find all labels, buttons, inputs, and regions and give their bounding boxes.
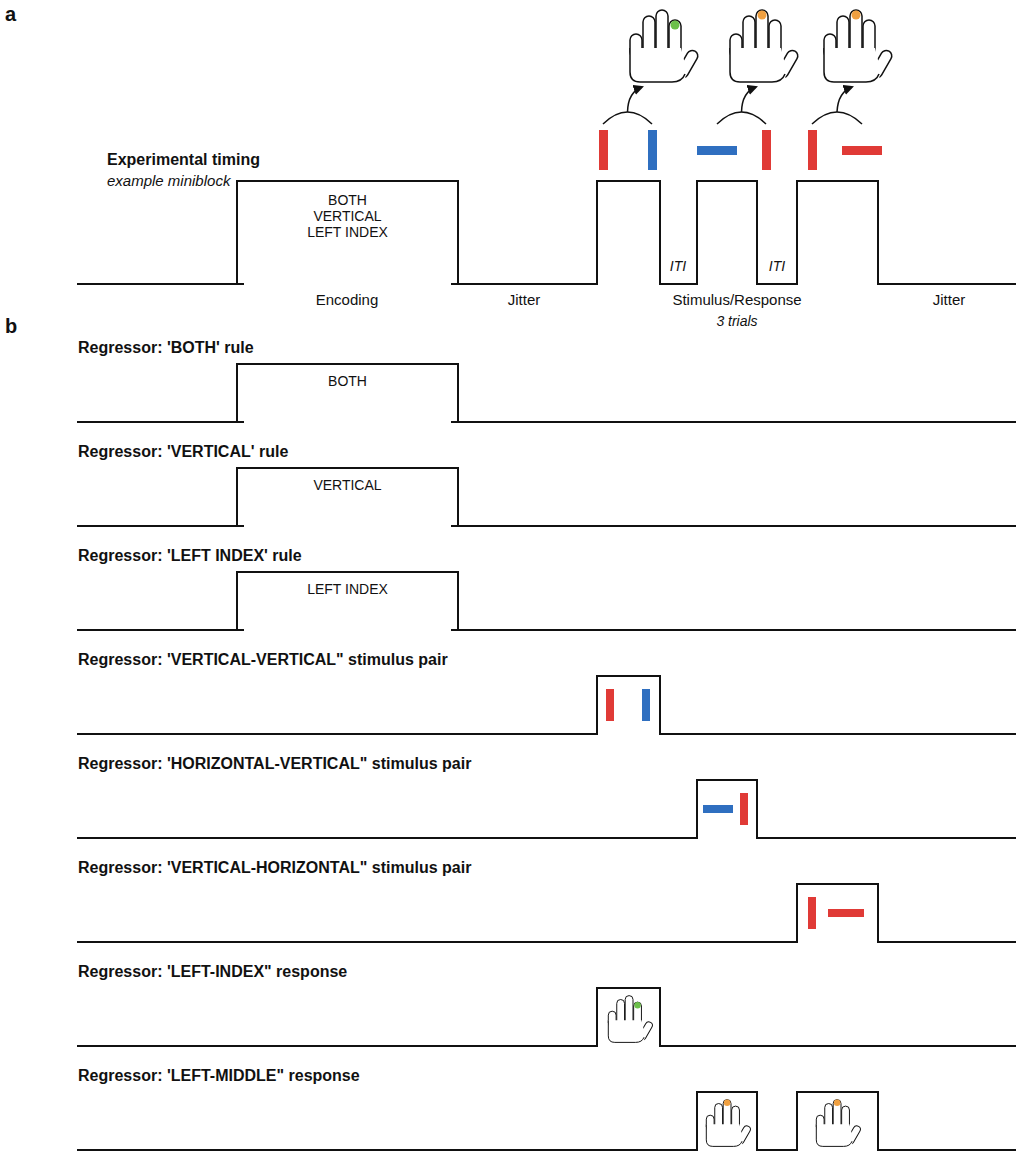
regressor-trace xyxy=(78,629,1015,631)
regressor-pulse: BOTH xyxy=(236,363,459,422)
regressor-title: Regressor: 'LEFT-MIDDLE" response xyxy=(78,1066,360,1085)
response-arrow xyxy=(837,87,852,112)
hand-icon xyxy=(816,1100,861,1147)
regressor-title: Regressor: 'LEFT-INDEX" response xyxy=(78,962,347,981)
red-vertical-bar xyxy=(808,897,816,929)
regressor-pulse: VERTICAL xyxy=(236,467,459,526)
phase-label: Encoding xyxy=(316,291,379,309)
regressor-title: Regressor: 'HORIZONTAL-VERTICAL" stimulu… xyxy=(78,754,471,773)
regressor-trace xyxy=(78,780,1015,838)
hand-icon xyxy=(608,996,653,1043)
iti-label: ITI xyxy=(670,258,686,275)
regressor-trace xyxy=(78,676,1015,734)
pair-bracket xyxy=(603,112,652,124)
rule-text: LEFT INDEX xyxy=(238,581,457,597)
red-horizontal-bar xyxy=(842,146,882,155)
rule-text: BOTH xyxy=(238,192,457,208)
timing-trace xyxy=(78,181,1015,284)
trial-count: 3 trials xyxy=(716,313,757,330)
fingertip-marker xyxy=(671,21,680,30)
encoding-pulse: BOTHVERTICALLEFT INDEX xyxy=(236,180,459,284)
regressor-title: Regressor: 'BOTH' rule xyxy=(78,338,254,357)
hand-icon xyxy=(824,10,894,82)
rule-text: VERTICAL xyxy=(238,208,457,224)
regressor-trace xyxy=(78,525,1015,527)
regressor-title: Regressor: 'VERTICAL' rule xyxy=(78,442,288,461)
fingertip-marker xyxy=(834,1100,841,1107)
hand-icon xyxy=(630,10,700,82)
red-vertical-bar xyxy=(606,689,614,721)
blue-horizontal-bar xyxy=(703,805,733,813)
fingertip-marker xyxy=(724,1100,731,1107)
regressor-trace xyxy=(78,988,1015,1046)
phase-label: Jitter xyxy=(508,291,541,309)
fingertip-marker xyxy=(634,1002,641,1009)
blue-vertical-bar xyxy=(642,689,650,721)
regressor-title: Regressor: 'VERTICAL-VERTICAL" stimulus … xyxy=(78,650,448,669)
hand-icon xyxy=(730,10,800,82)
red-horizontal-bar xyxy=(828,909,864,917)
pair-bracket xyxy=(717,112,766,124)
phase-label: Stimulus/Response xyxy=(672,291,801,309)
pair-bracket xyxy=(812,112,862,124)
regressor-trace xyxy=(78,421,1015,423)
response-arrow xyxy=(742,87,757,112)
panel-letter: a xyxy=(5,2,16,26)
hand-icon xyxy=(706,1100,751,1147)
blue-horizontal-bar xyxy=(697,146,737,155)
red-vertical-bar xyxy=(740,793,748,825)
fingertip-marker xyxy=(852,11,861,20)
red-vertical-bar xyxy=(762,130,771,170)
red-vertical-bar xyxy=(599,130,608,170)
rule-text: VERTICAL xyxy=(238,477,457,493)
regressor-trace xyxy=(78,1092,1015,1150)
regressor-pulse: LEFT INDEX xyxy=(236,571,459,630)
iti-label: ITI xyxy=(769,258,785,275)
panel-letter: b xyxy=(5,314,17,338)
phase-label: Jitter xyxy=(933,291,966,309)
regressor-trace xyxy=(78,884,1015,942)
response-arrow xyxy=(628,87,643,112)
blue-vertical-bar xyxy=(648,130,657,170)
fingertip-marker xyxy=(758,11,767,20)
regressor-title: Regressor: 'LEFT INDEX' rule xyxy=(78,546,302,565)
red-vertical-bar xyxy=(808,130,817,170)
panel-heading: Experimental timing xyxy=(107,150,260,169)
regressor-title: Regressor: 'VERTICAL-HORIZONTAL" stimulu… xyxy=(78,858,471,877)
panel-subheading: example miniblock xyxy=(107,172,230,190)
rule-text: BOTH xyxy=(238,373,457,389)
rule-text: LEFT INDEX xyxy=(238,224,457,240)
